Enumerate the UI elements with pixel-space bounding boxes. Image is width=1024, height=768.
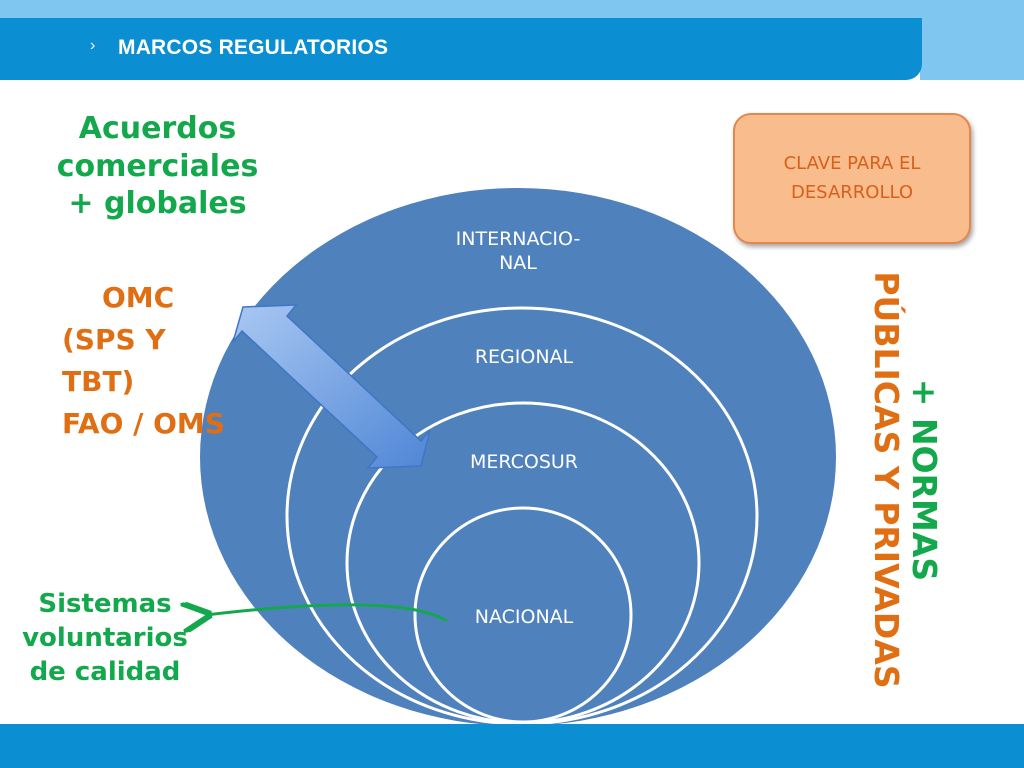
ring-label-regional: REGIONAL [474,346,574,368]
top-accent-strip [0,0,1024,18]
footer-bar [0,724,1024,768]
agreements-line: comerciales [56,148,259,184]
top-right-accent [920,0,1024,80]
organizations-note: OMC (SPS Y TBT) FAO / OMS [62,277,232,445]
norms-line: + NORMAS [904,378,944,582]
organization-line: FAO / OMS [62,407,225,440]
ring-label-mercosur: MERCOSUR [469,451,579,473]
voluntary-line: Sistemas [38,589,172,619]
organization-line: OMC [102,281,175,314]
voluntary-line: voluntarios [22,622,188,653]
ring-label-internacional: INTERNACIO- NAL [455,228,581,274]
agreements-note: Acuerdos comerciales + globales [40,110,275,223]
curved-arrow-icon [206,605,448,621]
page-title: MARCOS REGULATORIOS [118,36,389,59]
public-private-norms-note: + NORMAS PÚBLICAS Y PRIVADAS [867,271,944,689]
ring-nacional [413,506,633,724]
key-development-callout: CLAVE PARA EL DESARROLLO [733,113,971,244]
voluntary-line: de calidad [29,656,181,687]
callout-line: CLAVE PARA EL [783,152,921,174]
ring-label-nacional: NACIONAL [474,606,574,628]
organization-line: (SPS Y TBT) [62,323,166,398]
callout-line: DESARROLLO [790,181,914,203]
header-bar [0,18,922,80]
double-arrow-icon [232,304,431,469]
chevron-right-icon: › [90,37,96,54]
public-private-line: PÚBLICAS Y PRIVADAS [867,271,906,689]
agreements-line: Acuerdos [78,111,237,146]
voluntary-systems-note: Sistemas voluntarios de calidad [10,588,200,689]
agreements-line: + globales [68,186,247,221]
